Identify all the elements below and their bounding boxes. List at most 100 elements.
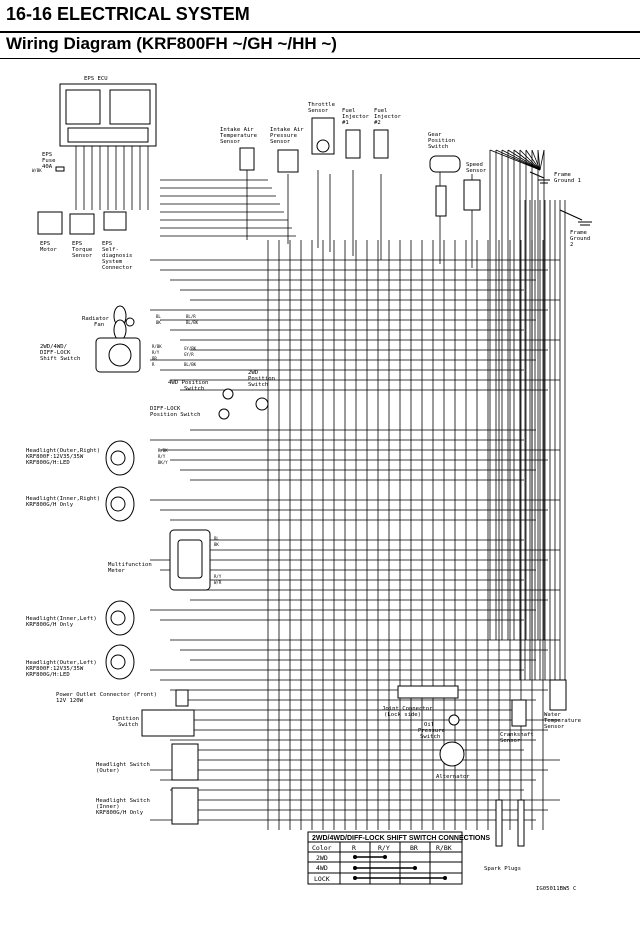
svg-text:BR: BR [410,844,418,852]
fuel-injector-1: Fuel Injector #1 [342,108,370,159]
multifunction-meter: Multifunction Meter [108,529,211,591]
svg-text:(Lock side): (Lock side) [384,712,421,718]
svg-text:Temperature: Temperature [220,133,258,139]
svg-text:Position Switch: Position Switch [150,412,201,418]
svg-text:Torque: Torque [72,247,93,253]
svg-text:Multifunction: Multifunction [108,562,152,568]
wire [513,149,541,171]
svg-text:BL/R: BL/R [186,314,196,319]
svg-text:Meter: Meter [108,568,125,574]
svg-text:KRF800F:12V35/35W: KRF800F:12V35/35W [26,454,84,460]
shift-switch: 2WD/4WD/ DIFF-LOCK Shift Switch [40,337,141,373]
svg-text:Color: Color [312,844,332,852]
svg-text:Injector: Injector [374,114,402,120]
figure-code: IG05011BW5 C [536,886,576,892]
header-rule [0,31,640,33]
frame-ground-2: Frame Ground 2 [559,209,592,248]
svg-text:BK/Y: BK/Y [158,460,168,465]
svg-text:2WD: 2WD [248,370,259,376]
throttle-sensor: Throttle Sensor [308,102,336,155]
svg-text:Speed: Speed [466,162,483,168]
page-title: Wiring Diagram (KRF800FH ~/GH ~/HH ~) [6,34,337,53]
svg-text:KRF800G/H:LED: KRF800G/H:LED [26,460,70,466]
svg-text:Radiator: Radiator [82,316,110,322]
svg-text:Switch: Switch [248,382,268,388]
power-outlet-connector: Power Outlet Connector (Front) 12V 120W [56,689,189,707]
svg-text:Crankshaft: Crankshaft [500,732,534,738]
svg-text:BK: BK [214,542,219,547]
wire-labels: BL BK BL/R BL/BK R/BK R/Y BR R GY/BK GY/… [152,314,222,585]
eps-torque-sensor: EPS Torque Sensor [69,213,95,259]
spark-plugs: Spark Plugs [484,799,525,872]
svg-text:#2: #2 [374,120,381,126]
eps-ecu-label: EPS ECU [84,76,108,82]
svg-text:Pressure: Pressure [270,133,298,139]
wire [495,149,541,171]
intake-air-pressure-sensor: Intake Air Pressure Sensor [270,127,304,173]
svg-text:Intake Air: Intake Air [270,127,304,133]
svg-text:Connector: Connector [102,265,133,271]
svg-text:diagnosis: diagnosis [102,253,132,259]
wire-bundle [75,146,566,830]
wire [531,149,541,171]
eps-selfdiag-connector: EPS Self- diagnosis System Connector [102,211,133,271]
speed-sensor: Speed Sensor [463,162,487,211]
svg-text:40A: 40A [42,164,53,170]
svg-text:Temperature: Temperature [544,718,582,724]
svg-text:EPS: EPS [102,241,112,247]
svg-text:2WD/4WD/DIFF-LOCK SHIFT SWITCH: 2WD/4WD/DIFF-LOCK SHIFT SWITCH CONNECTIO… [312,835,490,842]
svg-text:KRF800G/H Only: KRF800G/H Only [26,622,74,628]
svg-text:R: R [352,844,356,852]
frame-ground-1: Frame Ground 1 [529,171,581,184]
headlight-switch-outer: Headlight Switch (Outer) [96,743,199,781]
svg-text:Intake Air: Intake Air [220,127,254,133]
4wd-position-switch: 4WD Position Switch [168,380,234,400]
svg-text:Power Outlet Connector (Front): Power Outlet Connector (Front) [56,692,157,698]
wire [537,149,541,171]
wire [539,149,545,171]
svg-text:2WD: 2WD [316,854,328,862]
svg-text:DIFF-LOCK: DIFF-LOCK [40,350,71,356]
svg-text:Self-: Self- [102,247,119,253]
svg-text:Spark Plugs: Spark Plugs [484,866,521,872]
svg-text:W/R: W/R [214,580,222,585]
water-temp-sensor: Water Temperature Sensor [544,679,582,730]
svg-text:Switch: Switch [118,722,138,728]
svg-text:Headlight(Inner,Left): Headlight(Inner,Left) [26,616,97,622]
svg-text:Switch: Switch [184,386,204,392]
headlight-inner-left: Headlight(Inner,Left) KRF800G/H Only [26,600,135,636]
svg-text:Ground 1: Ground 1 [554,178,581,184]
svg-text:Ignition: Ignition [112,716,139,722]
headlight-outer-right: Headlight(Outer,Right) KRF800F:12V35/35W… [26,440,135,476]
svg-text:Headlight(Outer,Left): Headlight(Outer,Left) [26,660,97,666]
svg-text:GY/R: GY/R [184,352,194,357]
svg-text:Throttle: Throttle [308,102,336,108]
svg-text:Frame: Frame [570,230,587,236]
svg-text:R: R [152,362,155,367]
svg-text:#1: #1 [342,120,349,126]
svg-text:Fuse: Fuse [42,158,56,164]
svg-text:R/Y: R/Y [214,574,222,579]
svg-text:Frame: Frame [554,172,571,178]
svg-text:Alternator: Alternator [436,774,470,780]
svg-text:R/Y: R/Y [158,454,166,459]
oil-pressure-switch: Oil Pressure Switch [418,714,460,740]
svg-text:BL/BK: BL/BK [184,362,197,367]
svg-text:Headlight Switch: Headlight Switch [96,762,150,768]
gear-position-switch: Gear Position Switch [428,132,461,217]
eps-fuse: EPS Fuse 40A W/BK [32,152,65,173]
ignition-switch: Ignition Switch [112,709,195,737]
svg-text:System: System [102,259,123,265]
svg-text:W/BK: W/BK [32,168,42,173]
headlight-switch-inner: Headlight Switch (Inner) KRF800G/H Only [96,787,199,825]
joint-connector: Joint Connector (Lock side) [382,685,459,718]
svg-text:Sensor: Sensor [500,738,521,744]
wire [519,149,541,171]
wire [507,149,541,171]
svg-text:BL/BK: BL/BK [186,320,199,325]
intake-air-temp-sensor: Intake Air Temperature Sensor [220,127,258,171]
svg-text:Fuel: Fuel [374,108,387,114]
svg-text:2WD/4WD/: 2WD/4WD/ [40,344,67,350]
eps-motor: EPS Motor [37,211,63,253]
svg-text:Sensor: Sensor [544,724,565,730]
